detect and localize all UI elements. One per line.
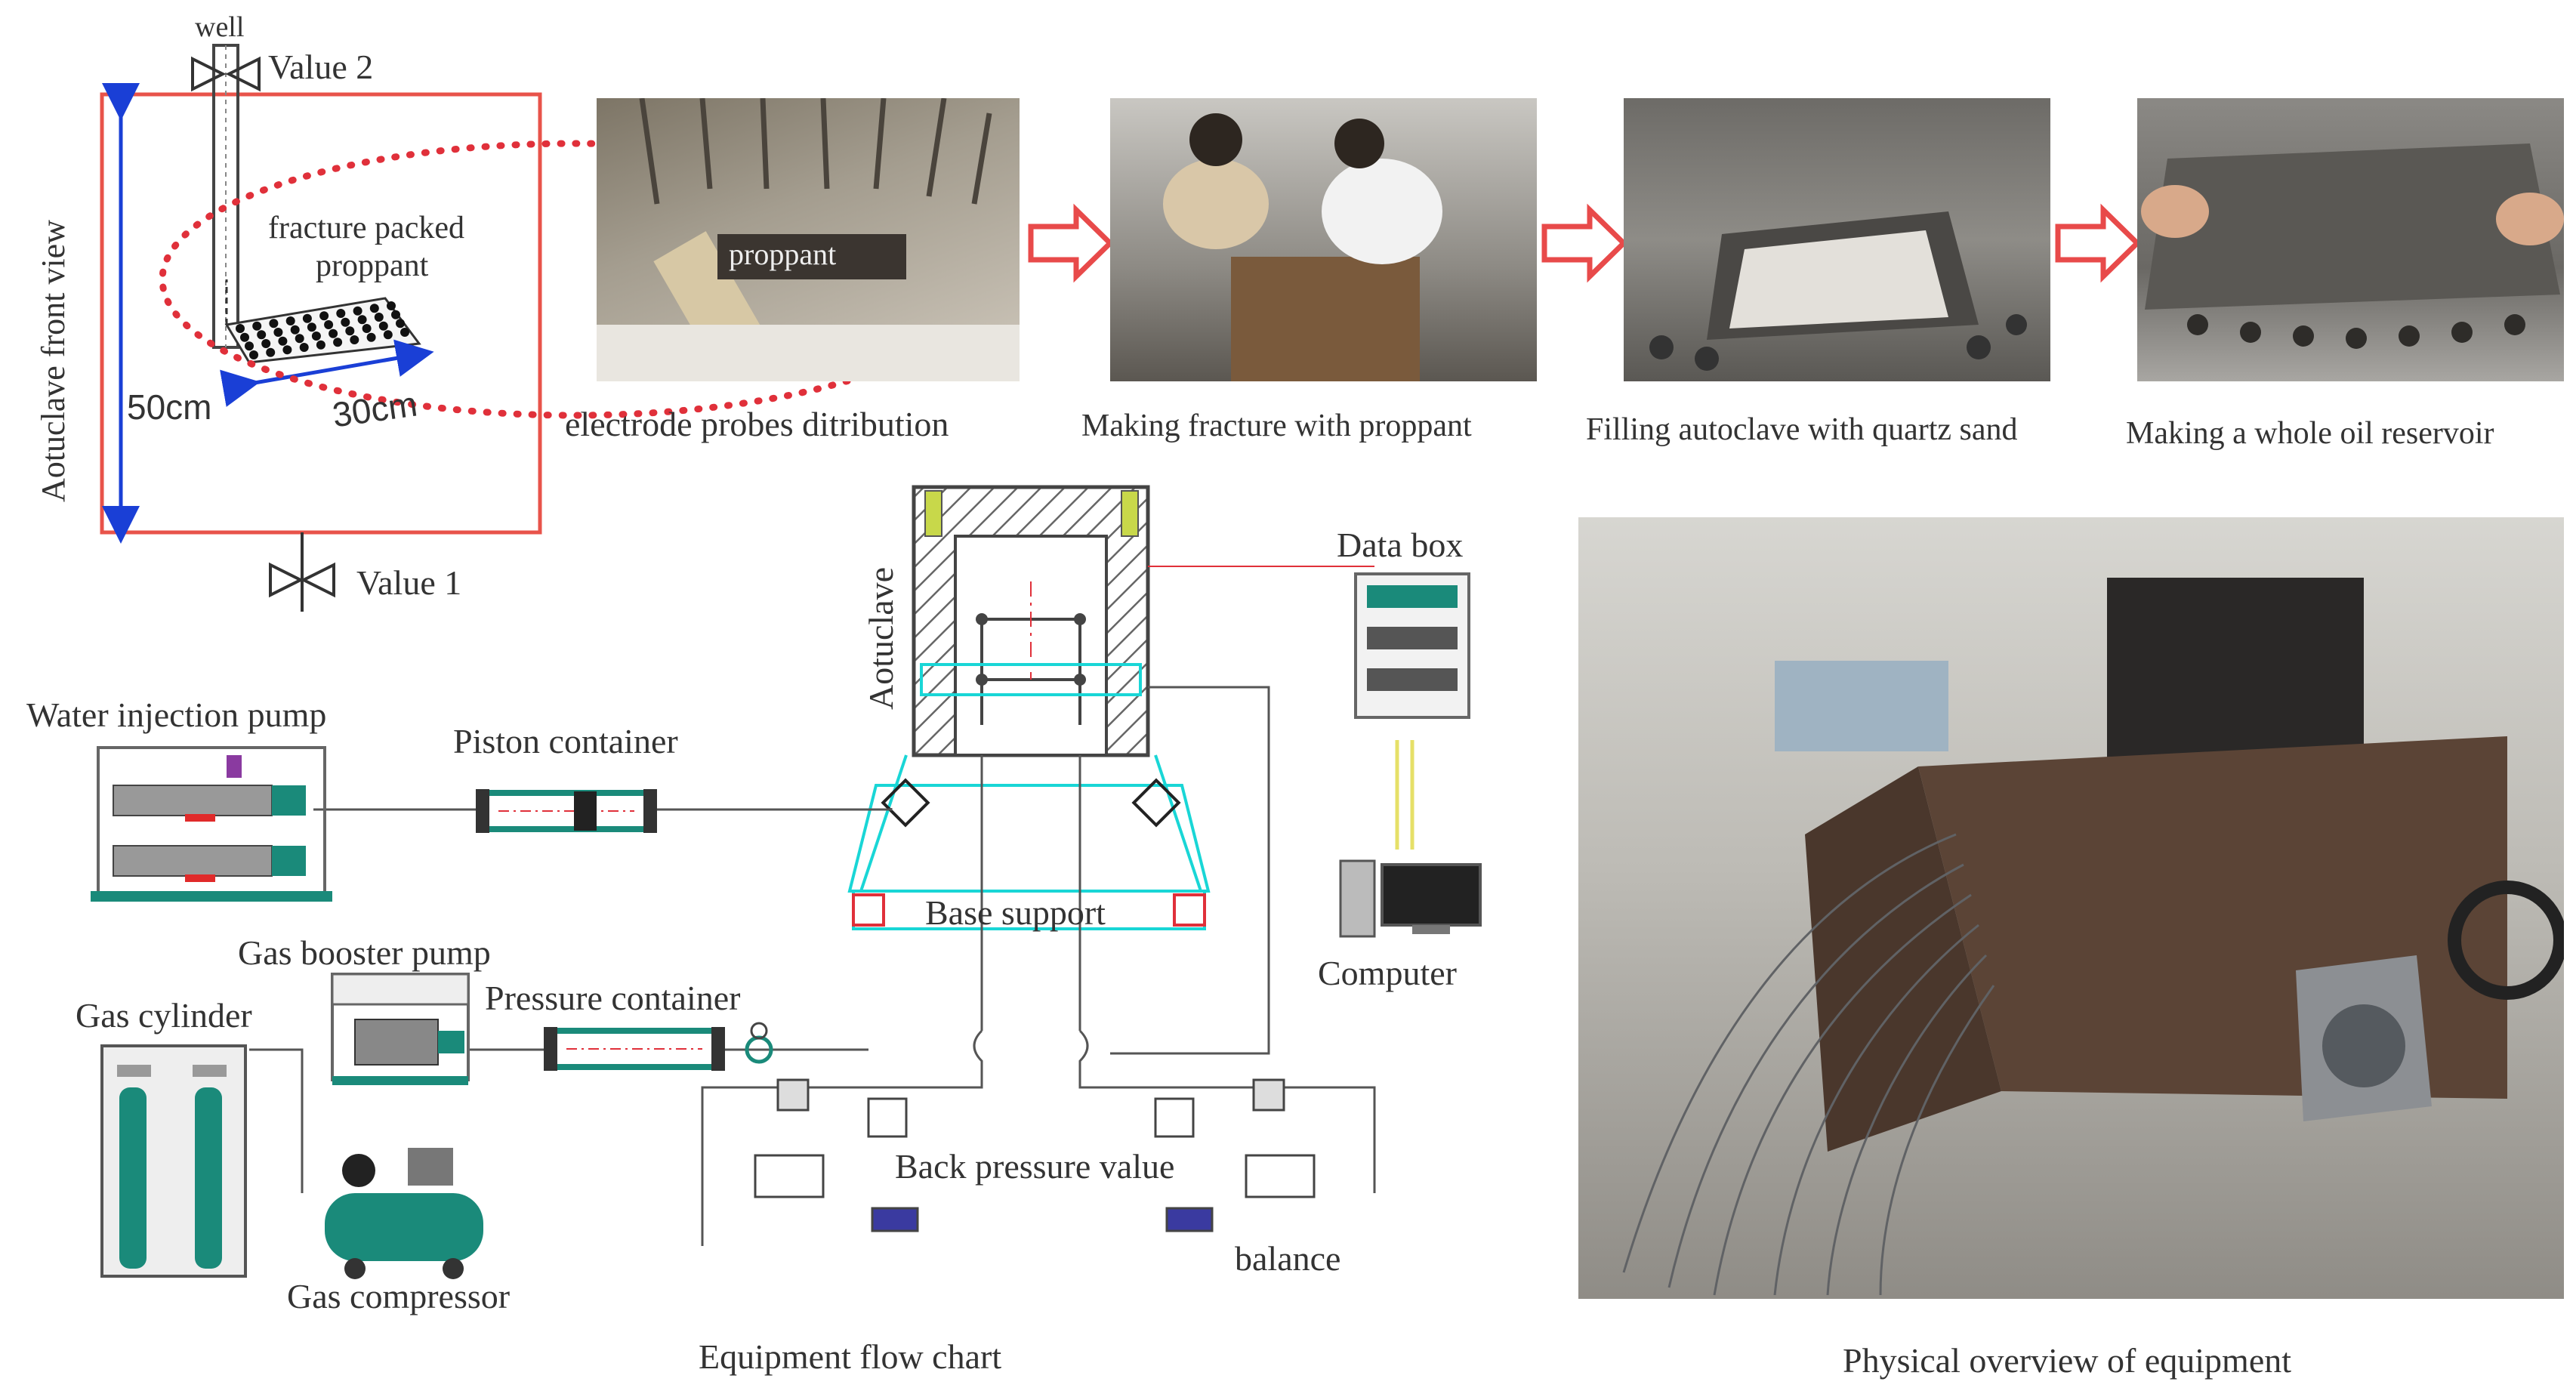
gas-cylinder-icon [100,1044,247,1278]
data-box-icon [1354,572,1470,719]
value2-icon [191,56,261,92]
proppant-dot [333,338,343,347]
photo-physical-overview [1578,517,2564,1299]
proppant-dot [266,347,276,357]
data-box-label: Data box [1337,526,1464,564]
process-arrows [1028,203,2142,283]
proppant-dot [245,341,254,351]
value2-label: Value 2 [268,48,374,86]
flow-lines [249,566,1414,1246]
photo-electrode-probes: proppant [597,98,1020,381]
proppant-label: proppant [729,237,837,271]
photo-making-fracture [1110,98,1537,381]
piston-container-icon [476,789,657,833]
gas-compressor-label: Gas compressor [287,1277,511,1315]
proppant-dot [295,334,304,344]
proppant-dot [302,313,312,323]
photo-filling-sand [1624,98,2050,381]
arrow-1-icon [1028,203,1115,283]
proppant-dot [299,343,309,352]
proppant-dot [261,339,271,348]
proppant-dot [257,330,267,340]
arrow-2-icon [1541,203,1628,283]
proppant-dot [316,340,325,350]
front-view-label: Aotuclave front view [35,220,72,502]
autoclave-body [912,485,1150,757]
proppant-dot [336,309,346,318]
proppant-dot [249,350,258,359]
gas-cylinder-label: Gas cylinder [76,996,252,1035]
water-pump-label: Water injection pump [26,695,327,734]
proppant-dot [307,322,316,332]
proppant-dot [285,316,295,325]
proppant-dot [282,345,292,355]
proppant-dot [252,321,262,331]
well-label: well [195,11,245,43]
balance-label: balance [1235,1239,1341,1278]
proppant-dot [369,304,379,313]
proppant-dot [350,335,359,344]
proppant-dot [240,332,249,342]
proppant-dot [324,320,334,329]
proppant-dot [278,336,288,346]
proppant-dot [383,330,393,340]
gas-booster-label: Gas booster pump [238,933,491,972]
physical-caption: Physical overview of equipment [1843,1341,2292,1380]
base-support-label: Base support [925,893,1106,932]
proppant-dot [353,306,362,316]
dim-height-label: 50cm [127,387,212,427]
proppant-dot [341,317,350,327]
gas-compressor-icon [325,1148,483,1279]
arrow-3-icon [2055,203,2142,283]
pressure-container-label: Pressure container [485,979,741,1017]
proppant-dot [374,313,384,322]
proppant-dot [236,324,245,333]
proppant-dot [311,332,321,341]
photo-caption-1: electrode probes ditribution [565,405,949,443]
computer-label: Computer [1318,954,1457,992]
proppant-dot [391,310,400,319]
pressure-container-icon [544,1022,773,1071]
value1-label: Value 1 [356,563,462,602]
proppant-dot [378,321,388,331]
proppant-dot [362,324,372,333]
proppant-dot [345,326,355,336]
proppant-dot [319,311,329,321]
fracture-label-line1: fracture packed [268,211,464,245]
dim-width-line [220,339,434,407]
proppant-dot [357,315,367,325]
water-injection-pump-icon [91,746,332,902]
proppant-dot [290,325,300,335]
photo-oil-reservoir [2137,98,2564,381]
flow-chart-caption: Equipment flow chart [699,1337,1002,1376]
proppant-dot [366,332,376,342]
value1-icon [269,562,335,598]
proppant-dot [387,301,396,310]
computer-icon [1339,859,1482,938]
photo-caption-2: Making fracture with proppant [1081,409,1472,443]
proppant-dot [400,328,409,337]
gas-booster-pump-icon [331,973,470,1085]
photo-caption-3: Filling autoclave with quartz sand [1586,412,2018,447]
piston-container-label: Piston container [453,722,678,760]
fracture-label-line2: proppant [316,248,429,283]
back-pressure-valves [754,1078,1316,1232]
autoclave-label: Aotuclave [862,566,900,710]
proppant-dot [329,328,338,338]
proppant-dot [269,319,279,328]
proppant-dot [273,328,283,337]
back-pressure-label: Back pressure value [895,1147,1175,1186]
proppant-dot [396,319,405,328]
photo-caption-4: Making a whole oil reservoir [2126,416,2494,451]
